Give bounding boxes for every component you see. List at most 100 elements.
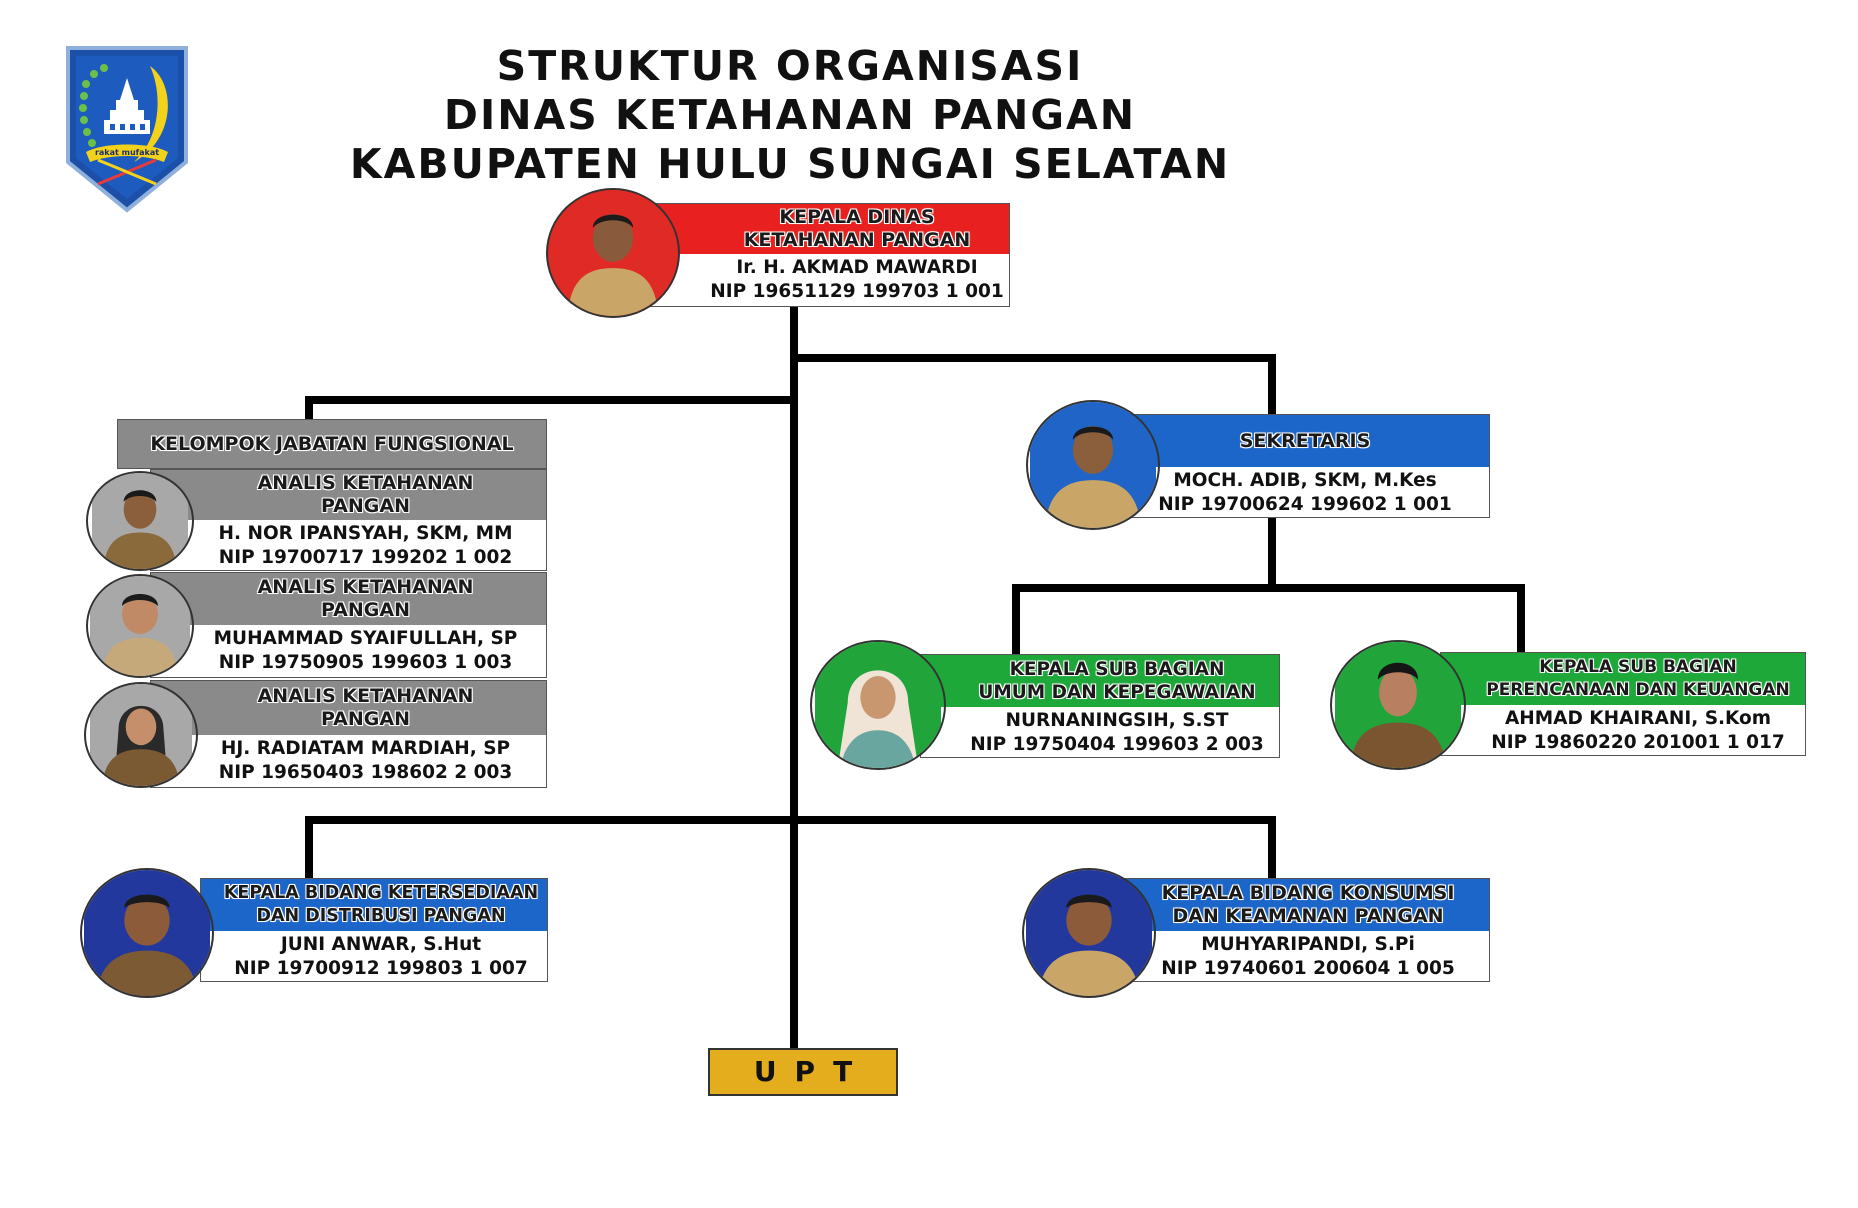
functional-member-photo <box>84 682 198 788</box>
division-branch-h <box>305 816 1276 824</box>
subsection-title-line-1: KEPALA SUB BAGIAN <box>1539 657 1737 677</box>
head-title: KEPALA DINAS KETAHANAN PANGAN <box>649 204 1009 254</box>
person-avatar-icon <box>550 190 676 316</box>
subsection-name: NURNANINGSIH, S.ST <box>1005 710 1229 731</box>
division-title-line-1: KEPALA BIDANG KETERSEDIAAN <box>223 883 539 903</box>
person-avatar-icon <box>84 870 210 996</box>
functional-group-header: KELOMPOK JABATAN FUNGSIONAL <box>117 419 547 469</box>
member-title-line-1: ANALIS KETAHANAN <box>257 685 474 707</box>
division-title-line-2: DAN KEAMANAN PANGAN <box>1172 905 1444 927</box>
subsection-details: AHMAD KHAIRANI, S.Kom NIP 19860220 20100… <box>1441 705 1805 755</box>
subsection-trunk <box>1268 510 1276 590</box>
division-nip: NIP 19740601 200604 1 005 <box>1161 958 1455 979</box>
subsection-details: NURNANINGSIH, S.ST NIP 19750404 199603 2… <box>921 707 1279 757</box>
subsection-nip: NIP 19750404 199603 2 003 <box>970 734 1264 755</box>
subsection-photo <box>1330 640 1466 770</box>
person-avatar-icon <box>90 576 190 676</box>
regency-coat-of-arms-icon <box>66 46 188 213</box>
person-avatar-icon <box>1030 402 1156 528</box>
functional-member-photo <box>86 471 194 571</box>
subsection-title-line-2: UMUM DAN KEPEGAWAIAN <box>978 682 1256 703</box>
functional-branch-v <box>305 396 313 428</box>
functional-member-details: HJ. RADIATAM MARDIAH, SP NIP 19650403 19… <box>151 735 546 785</box>
member-name: H. NOR IPANSYAH, SKM, MM <box>218 523 513 544</box>
title-line-1: STRUKTUR ORGANISASI <box>496 42 1084 90</box>
division-title-line-2: DAN DISTRIBUSI PANGAN <box>256 906 506 926</box>
regency-emblem: rakat mufakat <box>64 44 190 214</box>
division-title: KEPALA BIDANG KONSUMSI DAN KEAMANAN PANG… <box>1111 879 1489 931</box>
person-avatar-icon <box>92 473 188 569</box>
subsection-title-line-2: PERENCANAAN DAN KEUANGAN <box>1486 680 1790 700</box>
secretary-nip: NIP 19700624 199602 1 001 <box>1158 494 1452 515</box>
functional-member-title: ANALIS KETAHANAN PANGAN <box>151 470 546 520</box>
head-title-line-2: KETAHANAN PANGAN <box>743 229 971 251</box>
member-title-line-2: PANGAN <box>321 495 410 517</box>
division-photo <box>80 868 214 998</box>
subsection-card: KEPALA SUB BAGIAN UMUM DAN KEPEGAWAIAN N… <box>920 654 1280 758</box>
head-details: Ir. H. AKMAD MAWARDI NIP 19651129 199703… <box>649 254 1009 304</box>
functional-member-details: H. NOR IPANSYAH, SKM, MM NIP 19700717 19… <box>151 520 546 570</box>
secretary-title-text: SEKRETARIS <box>1239 429 1371 452</box>
division-left-v <box>305 816 313 878</box>
member-title-line-1: ANALIS KETAHANAN <box>257 472 474 494</box>
functional-member-title: ANALIS KETAHANAN PANGAN <box>151 573 546 625</box>
secretary-name: MOCH. ADIB, SKM, M.Kes <box>1173 470 1437 491</box>
person-avatar-icon <box>1335 642 1461 768</box>
emblem-motto: rakat mufakat <box>94 148 160 157</box>
head-title-line-1: KEPALA DINAS <box>779 206 935 228</box>
subsection-left-v <box>1012 584 1020 654</box>
subsection-branch-h <box>1012 584 1525 592</box>
member-title-line-2: PANGAN <box>321 599 410 621</box>
secretary-photo <box>1026 400 1160 530</box>
member-nip: NIP 19750905 199603 1 003 <box>218 652 513 673</box>
division-title: KEPALA BIDANG KETERSEDIAAN DAN DISTRIBUS… <box>201 879 547 931</box>
functional-member-details: MUHAMMAD SYAIFULLAH, SP NIP 19750905 199… <box>151 625 546 675</box>
functional-group-label: KELOMPOK JABATAN FUNGSIONAL <box>150 432 514 455</box>
division-name: JUNI ANWAR, S.Hut <box>280 934 482 955</box>
division-title-line-1: KEPALA BIDANG KONSUMSI <box>1161 882 1455 904</box>
subsection-title: KEPALA SUB BAGIAN PERENCANAAN DAN KEUANG… <box>1441 653 1805 705</box>
secretary-branch-h <box>790 354 1276 362</box>
head-photo <box>546 188 680 318</box>
member-name: MUHAMMAD SYAIFULLAH, SP <box>213 628 518 649</box>
subsection-card: KEPALA SUB BAGIAN PERENCANAAN DAN KEUANG… <box>1440 652 1806 756</box>
member-name: HJ. RADIATAM MARDIAH, SP <box>220 738 511 759</box>
person-avatar-icon <box>815 642 941 768</box>
division-details: JUNI ANWAR, S.Hut NIP 19700912 199803 1 … <box>201 931 547 981</box>
head-card: KEPALA DINAS KETAHANAN PANGAN Ir. H. AKM… <box>648 203 1010 307</box>
person-avatar-icon <box>1026 870 1152 996</box>
head-name: Ir. H. AKMAD MAWARDI <box>736 257 978 278</box>
main-trunk-line <box>790 305 798 1050</box>
subsection-right-v <box>1517 584 1525 654</box>
secretary-card: SEKRETARIS MOCH. ADIB, SKM, M.Kes NIP 19… <box>1100 414 1490 518</box>
division-name: MUHYARIPANDI, S.Pi <box>1201 934 1415 955</box>
secretary-branch-v <box>1268 354 1276 414</box>
division-card: KEPALA BIDANG KETERSEDIAAN DAN DISTRIBUS… <box>200 878 548 982</box>
functional-member-card: ANALIS KETAHANAN PANGAN MUHAMMAD SYAIFUL… <box>150 572 547 678</box>
subsection-title: KEPALA SUB BAGIAN UMUM DAN KEPEGAWAIAN <box>921 655 1279 707</box>
head-nip: NIP 19651129 199703 1 001 <box>710 281 1004 302</box>
member-nip: NIP 19650403 198602 2 003 <box>218 762 513 783</box>
division-right-v <box>1268 816 1276 878</box>
subsection-title-line-1: KEPALA SUB BAGIAN <box>1009 659 1225 680</box>
functional-branch-h <box>305 396 795 404</box>
functional-member-card: ANALIS KETAHANAN PANGAN H. NOR IPANSYAH,… <box>150 469 547 571</box>
secretary-title: SEKRETARIS <box>1101 415 1489 467</box>
subsection-photo <box>810 640 946 770</box>
division-card: KEPALA BIDANG KONSUMSI DAN KEAMANAN PANG… <box>1110 878 1490 982</box>
person-avatar-icon <box>90 684 192 786</box>
title-line-3: KABUPATEN HULU SUNGAI SELATAN <box>349 140 1231 188</box>
functional-member-title: ANALIS KETAHANAN PANGAN <box>151 681 546 735</box>
functional-member-card: ANALIS KETAHANAN PANGAN HJ. RADIATAM MAR… <box>150 680 547 788</box>
division-nip: NIP 19700912 199803 1 007 <box>234 958 528 979</box>
division-details: MUHYARIPANDI, S.Pi NIP 19740601 200604 1… <box>1111 931 1489 981</box>
member-title-line-1: ANALIS KETAHANAN <box>257 576 474 598</box>
division-photo <box>1022 868 1156 998</box>
upt-box: UPT <box>708 1048 898 1096</box>
subsection-nip: NIP 19860220 201001 1 017 <box>1491 732 1785 753</box>
member-nip: NIP 19700717 199202 1 002 <box>218 547 513 568</box>
title-line-2: DINAS KETAHANAN PANGAN <box>443 91 1137 139</box>
functional-member-photo <box>86 574 194 678</box>
subsection-name: AHMAD KHAIRANI, S.Kom <box>1504 708 1772 729</box>
secretary-details: MOCH. ADIB, SKM, M.Kes NIP 19700624 1996… <box>1101 467 1489 517</box>
